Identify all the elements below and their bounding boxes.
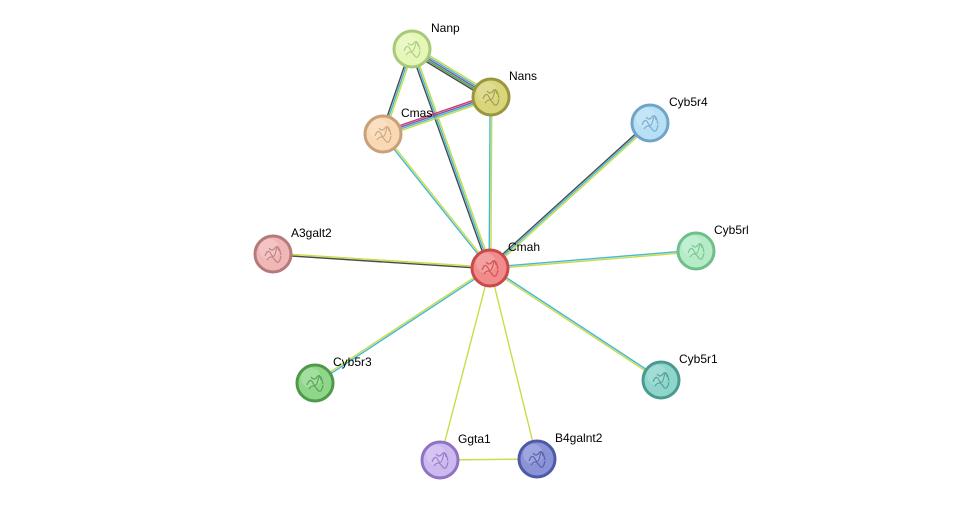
edge-nans-cmah[interactable]: [488, 96, 493, 269]
node-cmah[interactable]: Cmah: [470, 240, 540, 288]
node-circle[interactable]: [676, 231, 716, 271]
edge-strand: [488, 96, 491, 268]
edge-strand: [272, 254, 490, 270]
node-cyb5rl[interactable]: Cyb5rl: [676, 223, 749, 271]
node-circle[interactable]: [253, 234, 293, 274]
protein-structure-icon: [481, 259, 499, 277]
edge-strand: [409, 49, 490, 269]
edge-cyb5r3-cmah[interactable]: [314, 266, 491, 385]
node-label-a3galt2: A3galt2: [291, 226, 332, 240]
edge-strand: [489, 122, 651, 269]
protein-structure-icon: [482, 88, 500, 106]
node-circle[interactable]: [420, 440, 460, 480]
edge-strand: [412, 48, 493, 268]
edge-strand: [273, 252, 491, 268]
edge-strand: [490, 251, 697, 270]
node-circle[interactable]: [470, 248, 510, 288]
node-circle[interactable]: [363, 114, 403, 154]
node-label-cyb5rl: Cyb5rl: [714, 223, 749, 237]
node-circle[interactable]: [471, 77, 511, 117]
node-highlight: [259, 239, 279, 259]
edge-ggta1-cmah[interactable]: [439, 267, 491, 461]
node-b4galnt2[interactable]: B4galnt2: [517, 431, 603, 479]
node-highlight: [477, 82, 497, 102]
node-label-ggta1: Ggta1: [458, 432, 491, 446]
edge-cyb5r1-cmah[interactable]: [489, 266, 662, 382]
node-cyb5r4[interactable]: Cyb5r4: [630, 95, 708, 143]
edge-strand: [490, 97, 493, 269]
edge-b4galnt2-cmah[interactable]: [489, 267, 538, 460]
edge-nanp-cmah[interactable]: [409, 48, 493, 269]
node-highlight: [398, 34, 418, 54]
node-highlight: [682, 236, 702, 256]
protein-structure-icon: [528, 450, 546, 468]
node-circle[interactable]: [517, 439, 557, 479]
edge-strand: [490, 123, 652, 270]
edge-cyb5rl-cmah[interactable]: [489, 249, 697, 270]
node-nanp[interactable]: Nanp: [392, 21, 460, 69]
edge-strand: [315, 268, 491, 385]
node-circle[interactable]: [295, 363, 335, 403]
edge-strand: [488, 121, 650, 268]
edge-strand: [381, 134, 490, 269]
protein-structure-icon: [641, 114, 659, 132]
protein-structure-icon: [403, 40, 421, 58]
edge-strand: [383, 133, 492, 268]
node-label-cmah: Cmah: [508, 240, 540, 254]
protein-structure-icon: [374, 125, 392, 143]
edge-strand: [489, 249, 696, 268]
edge-strand: [489, 267, 538, 460]
node-circle[interactable]: [641, 360, 681, 400]
edge-strand: [490, 266, 662, 380]
node-label-cyb5r4: Cyb5r4: [669, 95, 708, 109]
node-highlight: [369, 119, 389, 139]
node-highlight: [301, 368, 321, 388]
node-highlight: [647, 365, 667, 385]
protein-structure-icon: [687, 242, 705, 260]
node-label-cyb5r3: Cyb5r3: [333, 355, 372, 369]
node-cmas[interactable]: Cmas: [363, 106, 432, 154]
edge-strand: [439, 267, 491, 461]
node-circle[interactable]: [392, 29, 432, 69]
protein-structure-icon: [652, 371, 670, 389]
edge-strand: [411, 48, 491, 269]
node-circle[interactable]: [630, 103, 670, 143]
edge-cyb5r4-cmah[interactable]: [488, 121, 652, 270]
node-label-b4galnt2: B4galnt2: [555, 431, 603, 445]
edge-cmas-cmah[interactable]: [381, 133, 492, 269]
edge-strand: [489, 268, 661, 382]
node-label-nans: Nans: [509, 69, 537, 83]
protein-structure-icon: [264, 245, 282, 263]
node-highlight: [636, 108, 656, 128]
node-label-cmas: Cmas: [401, 106, 432, 120]
node-ggta1[interactable]: Ggta1: [420, 432, 491, 480]
node-highlight: [426, 445, 446, 465]
node-cyb5r1[interactable]: Cyb5r1: [641, 352, 718, 400]
edge-a3galt2-cmah[interactable]: [272, 252, 491, 270]
node-cyb5r3[interactable]: Cyb5r3: [295, 355, 372, 403]
node-highlight: [476, 253, 496, 273]
protein-structure-icon: [431, 451, 449, 469]
node-label-nanp: Nanp: [431, 21, 460, 35]
node-a3galt2[interactable]: A3galt2: [253, 226, 332, 274]
node-label-cyb5r1: Cyb5r1: [679, 352, 718, 366]
edge-strand: [314, 266, 490, 383]
node-nans[interactable]: Nans: [471, 69, 537, 117]
node-highlight: [523, 444, 543, 464]
protein-structure-icon: [306, 374, 324, 392]
